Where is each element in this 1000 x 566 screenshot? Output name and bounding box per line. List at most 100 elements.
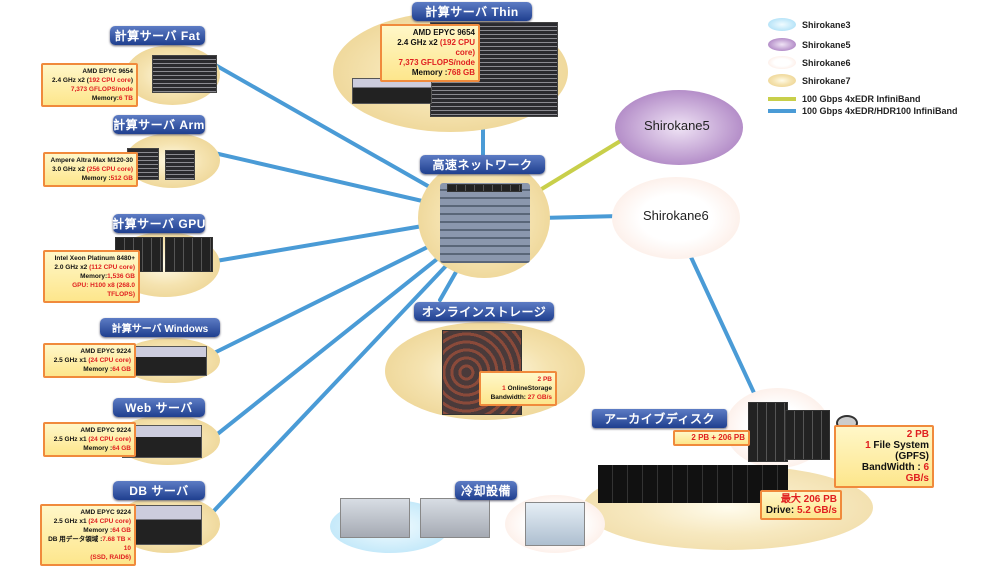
spec-line: Memory :64 GB xyxy=(45,526,131,535)
spec-text: Intel Xeon Platinum 8480+ xyxy=(54,255,135,262)
legend-label: Shirokane6 xyxy=(802,57,851,68)
spec-line: Memory:1,536 GB xyxy=(48,272,135,281)
spec-text: 2.5 GHz x1 xyxy=(53,436,89,443)
spec-text: Memory: xyxy=(80,273,108,280)
network-title: 高速ネットワーク xyxy=(420,155,545,174)
legend-line-swatch xyxy=(768,97,796,101)
spec-text: Memory : xyxy=(411,68,448,77)
spec-text: Drive: xyxy=(765,505,797,516)
spec-value: GPU: H100 x8 (268.0 TFLOPS) xyxy=(72,282,135,298)
spec-text: OnlineStorage xyxy=(505,385,552,392)
link-shirokane6 xyxy=(538,214,622,220)
spec-line: 7,373 GFLOPS/node xyxy=(46,85,133,94)
spec-line: 最大 206 PB xyxy=(765,494,837,505)
spec-text: Memory : xyxy=(83,445,113,452)
spec-value: 7.68 TB × 10 xyxy=(102,536,131,552)
spec-line: 2.0 GHz x2 (112 CPU core) xyxy=(48,263,135,272)
spec-line: Memory :768 GB xyxy=(385,68,475,78)
spec-line: 1 OnlineStorage xyxy=(484,384,552,393)
spec-line: 2.5 GHz x1 (24 CPU core) xyxy=(48,435,131,444)
spec-text: ) xyxy=(130,77,133,84)
spec-line: 1 File System (GPFS) xyxy=(839,440,929,462)
spec-line: Memory :64 GB xyxy=(48,365,131,374)
spec-value: (192 CPU core) xyxy=(439,38,475,57)
shirokane5-node[interactable] xyxy=(615,90,743,165)
spec-line: Intel Xeon Platinum 8480+ xyxy=(48,254,135,263)
web-title: Web サーバ xyxy=(113,398,205,417)
spec-value: 512 GB xyxy=(110,175,133,182)
link-shirokane5 xyxy=(538,138,624,192)
link-web xyxy=(208,226,478,442)
legend-item: 100 Gbps 4xEDR/HDR100 InfiniBand xyxy=(768,106,958,116)
legend-label: 100 Gbps 4xEDR/HDR100 InfiniBand xyxy=(802,106,958,116)
spec-text: 2.4 GHz x2 xyxy=(397,38,440,47)
cooling-unit-image-3 xyxy=(525,502,585,546)
spec-value: (256 CPU core) xyxy=(86,166,133,173)
spec-line: AMD EPYC 9224 xyxy=(45,508,131,517)
spec-text: Bandwidth: xyxy=(490,394,528,401)
cooling-unit-image-2 xyxy=(420,498,490,538)
legend-item: Shirokane5 xyxy=(768,38,851,51)
spec-value: 6 TB xyxy=(118,95,133,102)
spec-text: BandWidth : xyxy=(861,462,924,473)
legend-item: 100 Gbps 4xEDR InfiniBand xyxy=(768,94,921,104)
spec-value: 1,536 GB xyxy=(107,273,135,280)
spec-text: File System (GPFS) xyxy=(870,440,929,462)
spec-line: BandWidth : 6 GB/s xyxy=(839,462,929,484)
spec-text: Ampere Altra Max M120-30 xyxy=(50,157,134,164)
windows-title: 計算サーバ Windows xyxy=(100,318,220,337)
spec-line: 2.4 GHz x2 (192 CPU core) xyxy=(385,38,475,58)
link-fat xyxy=(208,60,472,212)
spec-text: Memory : xyxy=(83,527,113,534)
spec-line: AMD EPYC 9224 xyxy=(48,347,131,356)
spec-line: GPU: H100 x8 (268.0 TFLOPS) xyxy=(48,281,135,299)
legend-ellipse-swatch xyxy=(768,18,796,31)
cooling-unit-image-1 xyxy=(340,498,410,538)
thin-title: 計算サーバ Thin xyxy=(412,2,532,21)
legend-label: Shirokane5 xyxy=(802,39,851,50)
spec-value: 64 GB xyxy=(112,445,131,452)
legend-label: Shirokane7 xyxy=(802,75,851,86)
spec-value: 1 xyxy=(502,385,506,392)
spec-value: 192 CPU core xyxy=(88,77,131,84)
tape-library-image xyxy=(598,465,788,503)
thin-server-image xyxy=(352,78,432,104)
spec-line: 2 PB xyxy=(839,429,929,440)
db-title: DB サーバ xyxy=(113,481,205,500)
switch-image xyxy=(447,184,522,192)
spec-value: 7,373 GFLOPS/node xyxy=(398,58,475,67)
spec-line: Ampere Altra Max M120-30 xyxy=(48,156,134,165)
legend-label: Shirokane3 xyxy=(802,19,851,30)
spec-value: (24 CPU core) xyxy=(88,436,131,443)
archive-total-card: 2 PB + 206 PB xyxy=(673,430,750,446)
spec-value: 2 PB xyxy=(537,376,552,383)
spec-value: (SSD, RAID6) xyxy=(90,554,131,561)
spec-value: 5.2 GB/s xyxy=(796,505,837,516)
spec-line: 3.0 GHz x2 (256 CPU core) xyxy=(48,165,133,174)
spec-text: 2.4 GHz x2 ( xyxy=(52,77,89,84)
fat-title: 計算サーバ Fat xyxy=(110,26,205,45)
spec-value: 最大 206 PB xyxy=(780,494,837,505)
gpu-title: 計算サーバ GPU xyxy=(112,214,205,233)
link-archive xyxy=(688,253,757,397)
spec-value: 768 GB xyxy=(447,68,475,77)
archive-title: アーカイブディスク xyxy=(592,409,727,428)
spec-line: 7,373 GFLOPS/node xyxy=(385,58,475,68)
legend-ellipse-swatch xyxy=(768,74,796,87)
spec-value: 27 GB/s xyxy=(527,394,552,401)
spec-line: 2 PB xyxy=(484,375,552,384)
spec-text: 3.0 GHz x2 xyxy=(52,166,87,173)
spec-value: 64 GB xyxy=(112,527,131,534)
spec-line: Drive: 5.2 GB/s xyxy=(765,505,837,516)
legend-item: Shirokane6 xyxy=(768,56,851,69)
spec-value: 6 GB/s xyxy=(905,462,929,484)
spec-line: Memory :512 GB xyxy=(48,174,133,183)
shirokane6-node[interactable] xyxy=(612,177,740,259)
